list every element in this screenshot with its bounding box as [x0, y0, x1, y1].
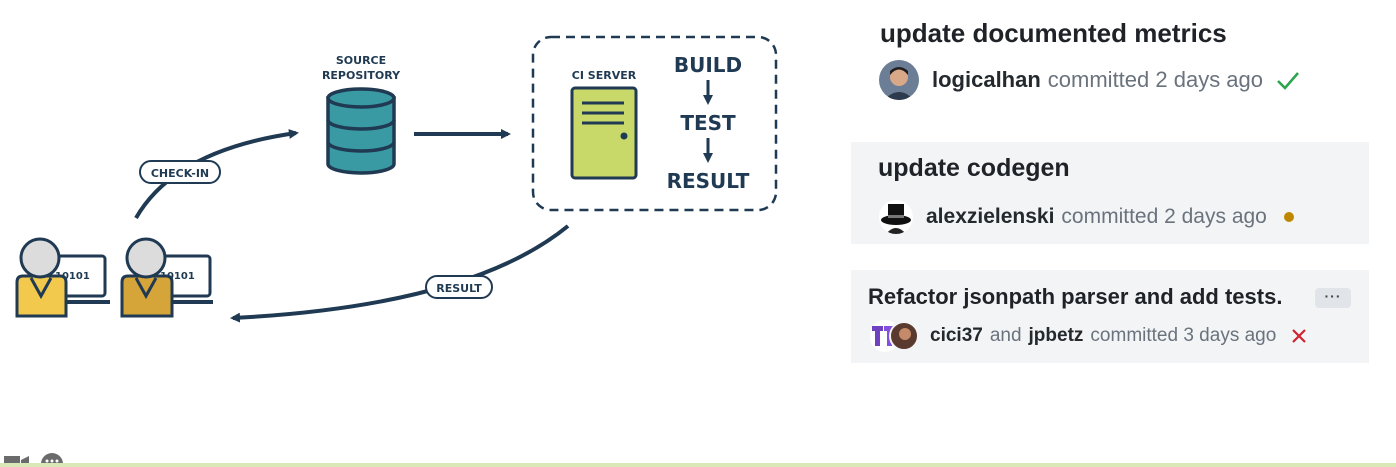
commit-author[interactable]: alexzielenski [926, 205, 1055, 228]
developer-2: 10101 [120, 237, 213, 318]
commit-time: committed 2 days ago [1061, 205, 1267, 228]
step-test: TEST [680, 111, 736, 135]
ci-server-label: CI SERVER [572, 69, 637, 82]
commit-title[interactable]: update codegen [878, 154, 1070, 182]
commit-author[interactable]: logicalhan [932, 67, 1041, 92]
commit-connector: and [989, 325, 1022, 346]
more-options-icon[interactable] [40, 452, 64, 466]
database-icon [326, 87, 396, 175]
commit-item[interactable]: update codegen alexzielenski committed 2 … [851, 142, 1369, 244]
commit-coauthor[interactable]: jpbetz [1028, 325, 1084, 346]
bottom-border [0, 463, 1396, 467]
commit-author[interactable]: cici37 [930, 325, 983, 346]
step-build: BUILD [674, 53, 742, 77]
avatar[interactable] [879, 200, 913, 234]
x-icon[interactable] [1288, 325, 1310, 347]
laptop-binary-text: 10101 [55, 271, 90, 282]
commit-meta: cici37 and jpbetz committed 3 days ago [870, 320, 1310, 352]
source-label-line2: REPOSITORY [322, 69, 401, 82]
result-pill-label: RESULT [436, 282, 482, 295]
ci-diagram: 10101 10101 CHECK-IN SOURCE REPOSITORY C… [15, 35, 778, 323]
commit-title[interactable]: update documented metrics [880, 18, 1227, 48]
dot-icon[interactable] [1279, 207, 1299, 227]
ci-server-box [531, 35, 778, 212]
commit-time: committed 3 days ago [1090, 325, 1277, 346]
commit-time: committed 2 days ago [1047, 67, 1264, 92]
commit-meta: alexzielenski committed 2 days ago [879, 200, 1299, 234]
avatar-stack[interactable] [870, 320, 920, 352]
result-arrow [230, 224, 570, 323]
step-result: RESULT [667, 169, 750, 193]
developer-1: 10101 [15, 237, 110, 318]
check-icon[interactable] [1275, 69, 1301, 91]
check-in-label: CHECK-IN [151, 167, 209, 180]
avatar[interactable] [870, 320, 920, 352]
laptop-binary-text: 10101 [160, 271, 195, 282]
commit-title[interactable]: Refactor jsonpath parser and add tests. [868, 284, 1283, 309]
commit-item[interactable]: Refactor jsonpath parser and add tests. … [851, 270, 1369, 363]
check-in-pill [139, 160, 221, 184]
more-button[interactable]: ··· [1315, 288, 1351, 308]
result-pill [425, 275, 493, 299]
source-label-line1: SOURCE [336, 54, 386, 67]
avatar[interactable] [879, 60, 919, 100]
server-icon [570, 86, 638, 180]
